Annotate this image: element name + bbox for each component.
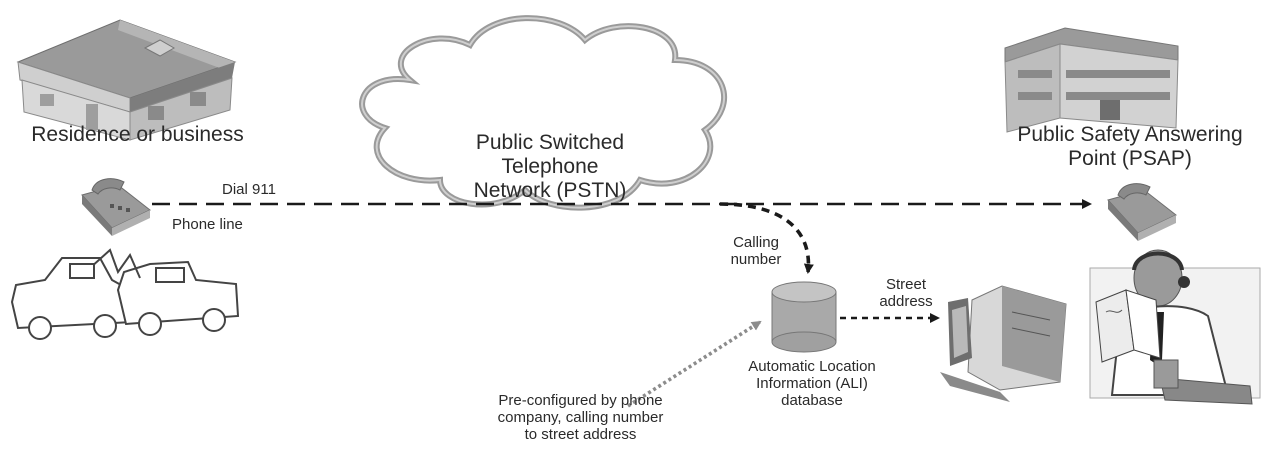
ali-label: Automatic Location Information (ALI) dat…: [748, 358, 876, 409]
house-icon: [16, 19, 237, 141]
residence-label: Residence or business: [31, 123, 244, 146]
telephone-icon: [1107, 183, 1177, 241]
psap-label: Public Safety Answering Point (PSAP): [1017, 123, 1243, 170]
pstn-label: Public Switched Telephone Network (PSTN): [473, 131, 627, 202]
cloud-icon: [359, 15, 727, 211]
telephone-icon: [81, 178, 151, 236]
phone-line-label: Phone line: [172, 216, 243, 233]
car-crash-icon: [10, 248, 240, 340]
computer-icon: [940, 285, 1067, 402]
dispatcher-icon: [1089, 249, 1261, 405]
calling-number-label: Calling number: [730, 234, 782, 268]
database-icon: [771, 281, 837, 353]
preconfigured-arrow: [627, 320, 762, 408]
to-ali-arrow: [719, 202, 814, 274]
dial-label: Dial 911: [222, 181, 276, 198]
preconfigured-label: Pre-configured by phone company, calling…: [497, 392, 664, 443]
psap-building-icon: [1004, 27, 1179, 133]
street-address-label: Street address: [879, 276, 933, 310]
